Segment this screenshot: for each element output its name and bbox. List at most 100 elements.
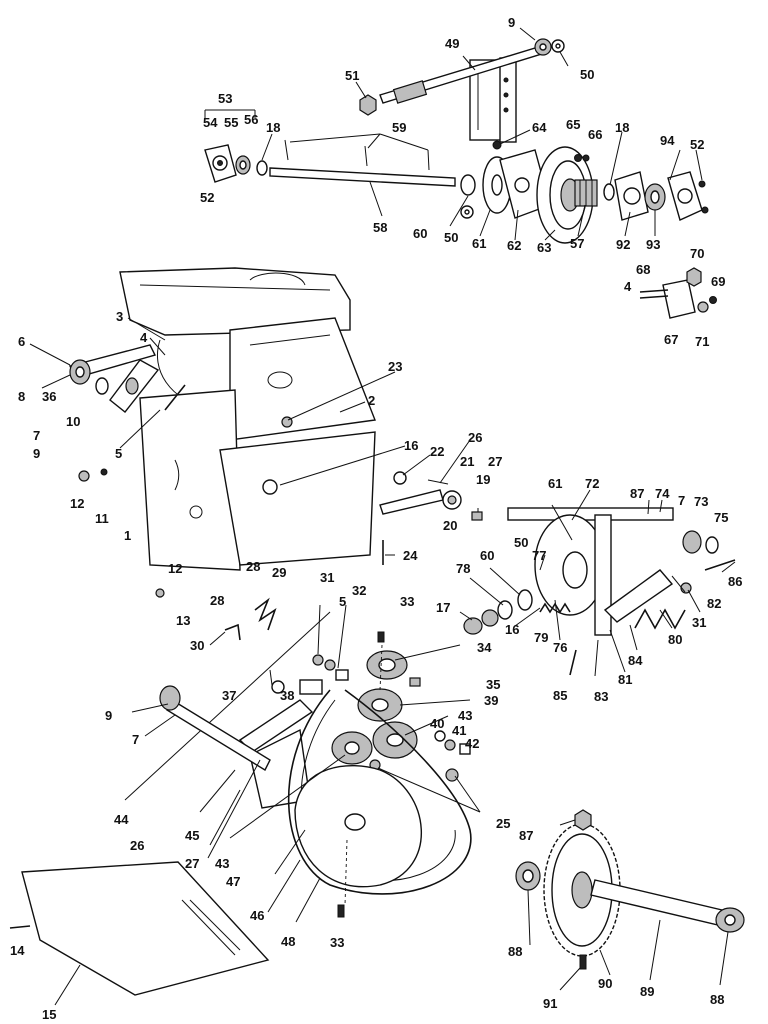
nut-31-5-32 xyxy=(312,654,349,681)
linkage-rod-44 xyxy=(124,611,331,801)
label-67: 67 xyxy=(664,332,678,347)
label-24: 24 xyxy=(403,548,418,563)
belt-cover-2 xyxy=(214,317,376,451)
label-5-lower: 5 xyxy=(339,594,346,609)
washer-18-left xyxy=(256,160,268,176)
label-74: 74 xyxy=(655,486,670,501)
spring-8 xyxy=(41,374,71,389)
label-23: 23 xyxy=(388,359,402,374)
label-6: 6 xyxy=(18,334,25,349)
pulley-43-right xyxy=(372,721,418,759)
washers-40-41-42 xyxy=(434,730,471,755)
label-13: 13 xyxy=(176,613,190,628)
label-36: 36 xyxy=(42,389,56,404)
screw-14 xyxy=(9,925,31,929)
label-32: 32 xyxy=(352,583,366,598)
drive-disc-61-72 xyxy=(534,514,612,636)
label-33-lower: 33 xyxy=(330,935,344,950)
spacers-37-38 xyxy=(271,679,323,695)
label-59: 59 xyxy=(392,120,406,135)
leader-lines xyxy=(29,27,736,1006)
label-61-top: 61 xyxy=(472,236,486,251)
label-39: 39 xyxy=(484,693,498,708)
label-71: 71 xyxy=(695,334,709,349)
label-62: 62 xyxy=(507,238,521,253)
washer-78 xyxy=(497,600,513,620)
bearing-93 xyxy=(644,183,666,211)
nut-9-top xyxy=(534,38,552,56)
upper-linkage-bracket xyxy=(469,57,517,143)
label-46: 46 xyxy=(250,908,264,923)
label-30: 30 xyxy=(190,638,204,653)
label-26-lower: 26 xyxy=(130,838,144,853)
lever-arm-20 xyxy=(379,489,462,515)
hub-57 xyxy=(574,179,598,207)
label-14: 14 xyxy=(10,943,25,958)
label-9-top: 9 xyxy=(508,15,515,30)
label-27-upper: 27 xyxy=(488,454,502,469)
label-17: 17 xyxy=(436,600,450,615)
label-25: 25 xyxy=(496,816,510,831)
label-64: 64 xyxy=(532,120,547,135)
label-49: 49 xyxy=(445,36,459,51)
bolt-86 xyxy=(704,559,736,571)
bearing-9-lower xyxy=(159,685,181,711)
label-63: 63 xyxy=(537,240,551,255)
label-91: 91 xyxy=(543,996,557,1011)
label-43-lower: 43 xyxy=(215,856,229,871)
label-57: 57 xyxy=(570,236,584,251)
label-79: 79 xyxy=(534,630,548,645)
label-50-mid: 50 xyxy=(444,230,458,245)
label-56: 56 xyxy=(244,112,258,127)
collar-73-75 xyxy=(682,530,719,554)
bearing-55 xyxy=(235,155,251,175)
label-33-upper: 33 xyxy=(400,594,414,609)
label-20: 20 xyxy=(443,518,457,533)
label-28-upper: 28 xyxy=(246,559,260,574)
label-4-right: 4 xyxy=(624,279,632,294)
washer-50-top xyxy=(551,39,565,53)
bearing-88-right xyxy=(715,907,745,933)
label-18-right: 18 xyxy=(615,120,629,135)
label-94: 94 xyxy=(660,133,675,148)
label-87-upper: 87 xyxy=(630,486,644,501)
bolt-33-upper xyxy=(377,631,385,643)
label-86: 86 xyxy=(728,574,742,589)
label-48: 48 xyxy=(281,934,295,949)
label-55: 55 xyxy=(224,115,238,130)
screws-52-right xyxy=(698,180,709,214)
large-pulley-48 xyxy=(294,765,423,888)
part-number-labels: 9 49 50 51 53 54 55 56 18 59 64 65 66 18… xyxy=(10,15,742,1022)
label-82: 82 xyxy=(707,596,721,611)
label-73: 73 xyxy=(694,494,708,509)
label-69: 69 xyxy=(711,274,725,289)
label-16-upper: 16 xyxy=(404,438,418,453)
label-80: 80 xyxy=(668,632,682,647)
nut-87-lower xyxy=(574,809,592,831)
shaft-58 xyxy=(269,139,456,187)
collar-60-top xyxy=(460,174,476,196)
label-9-lower: 9 xyxy=(105,708,112,723)
label-60-top: 60 xyxy=(413,226,427,241)
pulley-34 xyxy=(366,650,408,680)
label-68: 68 xyxy=(636,262,650,277)
label-43-right: 43 xyxy=(458,708,472,723)
nut-70 xyxy=(686,267,702,287)
pivot-rod-74 xyxy=(507,507,674,521)
label-50-top: 50 xyxy=(580,67,594,82)
label-88-left: 88 xyxy=(508,944,522,959)
spring-80 xyxy=(634,608,686,630)
label-12-lower: 12 xyxy=(168,561,182,576)
label-81: 81 xyxy=(618,672,632,687)
bracket-67 xyxy=(662,279,696,319)
washer-18-right xyxy=(603,183,615,201)
label-50-right: 50 xyxy=(514,535,528,550)
label-10: 10 xyxy=(66,414,80,429)
label-89: 89 xyxy=(640,984,654,999)
washers-7-9-left xyxy=(95,377,139,395)
label-31-lower: 31 xyxy=(320,570,334,585)
label-77: 77 xyxy=(532,548,546,563)
label-44: 44 xyxy=(114,812,129,827)
nut-65-66 xyxy=(574,154,590,162)
